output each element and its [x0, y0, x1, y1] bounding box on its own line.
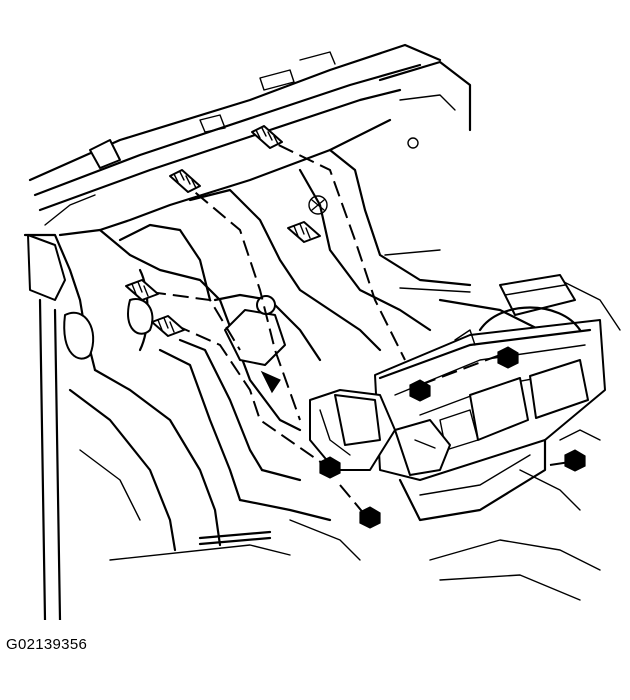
figure-id-label: G02139356: [6, 636, 88, 653]
left-cowl-side: [23, 223, 212, 620]
installation-guide-lines: [149, 134, 571, 516]
floor-tunnel: [68, 368, 601, 601]
upper-cowl-panel: [28, 43, 472, 237]
hvac-module-installation-diagram: [23, 43, 621, 620]
mounting-nuts: [319, 346, 586, 529]
mounting-studs: [125, 125, 321, 337]
hvac-module: [309, 274, 606, 522]
instrument-panel-carrier: [98, 188, 382, 522]
dash-bulkhead: [298, 148, 621, 332]
